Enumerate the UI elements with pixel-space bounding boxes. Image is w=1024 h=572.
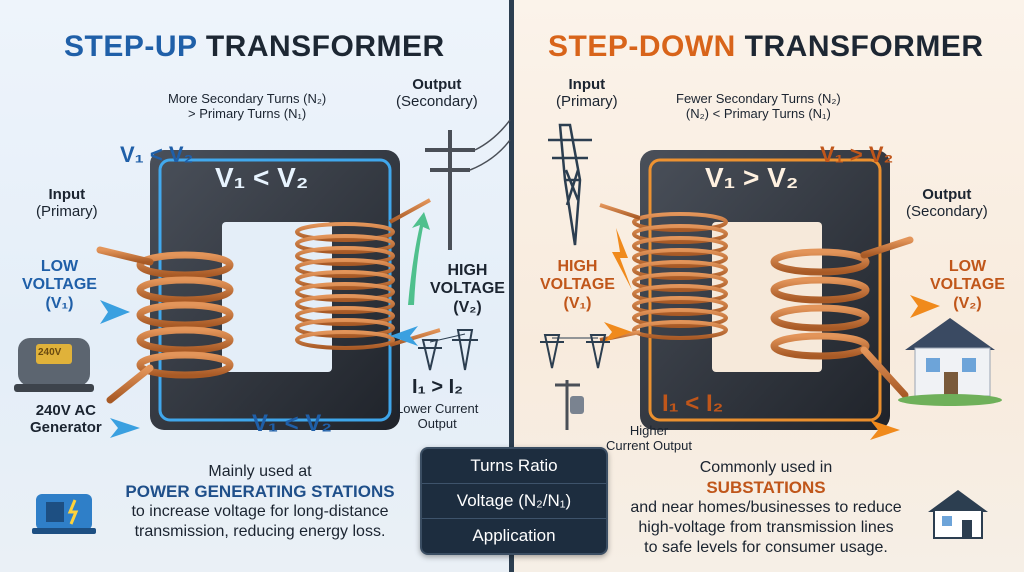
panel-divider [509,0,514,572]
generator-small-icon [32,494,96,534]
step-up-current-note-1: Lower Current [396,401,479,416]
step-down-input-sub: (Primary) [556,93,618,111]
step-up-input-sub: (Primary) [36,203,98,221]
step-up-arrow-icon [408,212,430,305]
utility-pole-icon [425,119,511,250]
step-up-high-voltage-label: HIGH VOLTAGE (V₂) [430,262,505,317]
step-up-output-sub: (Secondary) [396,93,478,111]
step-down-current-relation: I₁ < I₂ [662,390,724,417]
step-down-title-a: STEP-DOWN [548,30,736,63]
step-down-current-note-2: Current Output [606,437,692,453]
step-up-current-note-2: Output [417,415,457,431]
step-up-usage-2: POWER GENERATING STATIONS [125,482,395,501]
step-down-high-1: HIGH [557,258,598,275]
step-up-output-label: Output (Secondary) [396,76,478,111]
flow-arrow-icons [100,300,418,438]
step-down-output-sub: (Secondary) [906,203,988,221]
generator-label-1: 240V AC [35,402,96,419]
step-up-title-a: STEP-UP [64,30,197,63]
step-up-input-label: Input (Primary) [36,186,98,221]
step-down-usage-1: Commonly used in [699,459,833,476]
step-down-title: STEP-DOWN TRANSFORMER [548,30,984,64]
step-down-low-2: VOLTAGE [930,276,1005,294]
step-up-low-2: VOLTAGE [22,276,97,294]
step-down-high-2: VOLTAGE [540,276,615,294]
step-down-turns-note: Fewer Secondary Turns (N₂) (N₂) < Primar… [676,91,841,122]
step-down-title-b: TRANSFORMER [744,30,984,63]
step-down-low-voltage-label: LOW VOLTAGE (V₂) [930,258,1005,313]
step-up-high-1: HIGH [447,262,488,279]
comparison-box: Turns Ratio Voltage (N₂/N₁) Application [420,447,608,555]
step-up-voltage-relation: V₁ < V₂ [120,142,194,167]
transmission-tower-icons [418,329,478,371]
step-up-usage-4: transmission, reducing energy loss. [134,523,386,540]
step-down-high-voltage-label: HIGH VOLTAGE (V₁) [540,258,615,313]
step-up-title: STEP-UP TRANSFORMER [64,30,445,64]
step-up-title-b: TRANSFORMER [205,30,445,63]
house-icon [898,318,1002,406]
step-down-usage-2: SUBSTATIONS [706,478,826,497]
step-down-current-note: Higher Current Output [606,423,692,454]
step-up-low-3: (V₁) [45,294,74,312]
step-up-primary-coil [96,246,234,404]
step-down-core-label-top: V₁ > V₂ [705,162,799,193]
pole-transformer-icon [555,380,584,430]
step-up-input-title: Input [48,186,86,203]
step-down-input-title: Input [568,76,606,93]
step-down-low-3: (V₂) [953,294,982,312]
step-up-output-title: Output [412,76,462,93]
house-small-icon [928,490,988,539]
step-up-turns-note-1: More Secondary Turns (N₂) [168,91,327,106]
step-up-secondary-coil [295,198,441,350]
step-up-core-label-top: V₁ < V₂ [215,162,309,193]
step-up-high-3: (V₂) [453,298,482,316]
step-up-turns-note-2: > Primary Turns (N₁) [188,105,307,121]
step-up-turns-note: More Secondary Turns (N₂) > Primary Turn… [168,91,327,122]
generator-icon [14,338,94,392]
substation-tower-icons [540,334,610,369]
step-down-turns-note-2: (N₂) < Primary Turns (N₁) [685,105,831,121]
step-down-usage-4: high-voltage from transmission lines [638,519,894,536]
step-up-core-label-bottom: V₁ < V₂ [252,410,332,437]
step-down-voltage-relation: V₁ > V₂ [820,142,894,167]
lightning-icon [612,228,632,290]
step-up-usage: Mainly used at POWER GENERATING STATIONS… [100,462,420,542]
step-down-output-label: Output (Secondary) [906,186,988,221]
flow-arrow-icons-right [604,295,940,440]
generator-badge: 240V [38,347,62,358]
step-down-usage-3: and near homes/businesses to reduce [630,499,902,516]
step-up-usage-1: Mainly used at [208,463,312,480]
generator-label-2: Generator [30,419,102,437]
step-up-current-note: Lower Current Output [396,401,479,432]
step-down-input-label: Input (Primary) [556,76,618,111]
step-down-usage: Commonly used in SUBSTATIONS and near ho… [608,458,924,558]
step-down-output-title: Output [922,186,972,203]
step-down-high-3: (V₁) [563,294,592,312]
step-up-high-2: VOLTAGE [430,280,505,298]
step-up-low-1: LOW [40,258,79,275]
step-up-low-voltage-label: LOW VOLTAGE (V₁) [22,258,97,313]
transmission-tower-icon [548,123,592,246]
step-down-secondary-coil [770,236,914,399]
step-down-turns-note-1: Fewer Secondary Turns (N₂) [676,91,841,106]
voltage-ratio-label: Voltage (N₂/N₁) [422,484,606,519]
turns-ratio-label: Turns Ratio [422,449,606,484]
step-up-usage-3: to increase voltage for long-distance [131,503,389,520]
generator-label: 240V AC Generator [30,402,102,437]
application-label: Application [472,526,556,545]
step-down-usage-5: to safe levels for consumer usage. [644,539,888,556]
step-down-low-1: LOW [948,258,987,275]
step-down-current-note-1: Higher [629,423,669,438]
step-up-current-relation: I₁ > I₂ [412,376,464,398]
